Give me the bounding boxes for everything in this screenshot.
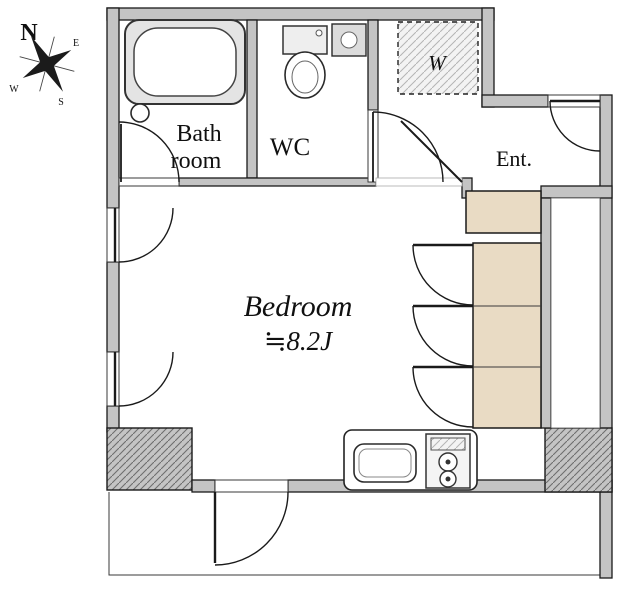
wc-fixtures (282, 23, 367, 99)
wall-top-right-vertical (481, 7, 495, 108)
entrance-label: Ent. (496, 146, 532, 171)
bedroom-door-leaf (400, 120, 463, 183)
wall-wc-right (367, 19, 379, 111)
bedroom-doorway (375, 177, 463, 187)
compass-south-label: S (58, 97, 64, 108)
left-opening-upper (106, 207, 120, 263)
wall-bottom-left-piece (191, 479, 216, 493)
wall-top-right-horizontal (481, 94, 549, 108)
wall-entrance-bottom (540, 185, 613, 199)
kitchen (343, 429, 478, 491)
bath-drain (130, 103, 150, 123)
walls (106, 7, 613, 579)
kitchen-sink-inner (358, 448, 412, 478)
closet-shelves (472, 242, 542, 429)
left-door-upper-arc (118, 207, 174, 263)
stove-grill (430, 437, 466, 451)
doors (113, 99, 601, 566)
compass-needle (22, 36, 72, 92)
compass-star (19, 36, 75, 92)
room-labels: Bath room WC W Ent. Bedroom ≒8.2J (171, 51, 532, 356)
closet-door-1-arc (412, 244, 474, 306)
compass-west-label: W (9, 84, 19, 95)
bedroom-label: Bedroom (244, 290, 353, 323)
bath-door-arc (118, 121, 180, 183)
toilet-bowl-inner (291, 60, 319, 94)
bath-door-opening (118, 177, 180, 187)
compass-east-label: E (73, 38, 79, 49)
toilet-flush-knob (315, 29, 323, 37)
stove-burner-1-center (445, 459, 451, 465)
pipe-shaft (550, 197, 601, 429)
closet-door-3-arc (412, 366, 474, 428)
washer-label: W (428, 51, 448, 75)
wash-basin-bowl (340, 31, 358, 49)
wall-shaft-left (540, 197, 552, 429)
storage (465, 190, 542, 429)
bottom-door-opening (214, 479, 289, 493)
wall-corner-bottom-right (544, 427, 613, 493)
exterior-boundary-line (108, 492, 610, 576)
bath-label-line2: room (171, 148, 222, 174)
wall-right (599, 94, 613, 579)
wall-top (106, 7, 495, 21)
bathtub-inner (133, 27, 237, 97)
wall-corner-bottom-left (106, 427, 193, 491)
bathroom-fixtures (124, 19, 246, 123)
bottom-door-arc (214, 491, 289, 566)
toilet-bowl (284, 51, 326, 99)
wall-bath-wc-divider (246, 19, 258, 179)
wc-label: WC (270, 134, 310, 161)
shoe-cabinet (465, 190, 542, 234)
bath-label-line1: Bath (176, 121, 221, 147)
wall-left-upper (106, 7, 120, 209)
kitchen-sink (353, 443, 417, 483)
closet-shelf-dividers (473, 305, 541, 368)
wc-door-arc (372, 111, 444, 183)
left-opening-lower (106, 351, 120, 407)
entrance-door-arc (549, 100, 601, 152)
closet-door-2-arc (412, 305, 474, 367)
compass-rose: N E W S (9, 20, 79, 108)
wall-left-middle (106, 261, 120, 353)
left-door-lower-arc (118, 351, 174, 407)
compass-north-label: N (20, 20, 38, 46)
washer-space (397, 21, 479, 95)
wall-bath-wc-bottom (178, 177, 377, 187)
bedroom-size-label: ≒8.2J (264, 326, 334, 356)
stove-burner-2-center (445, 476, 451, 482)
